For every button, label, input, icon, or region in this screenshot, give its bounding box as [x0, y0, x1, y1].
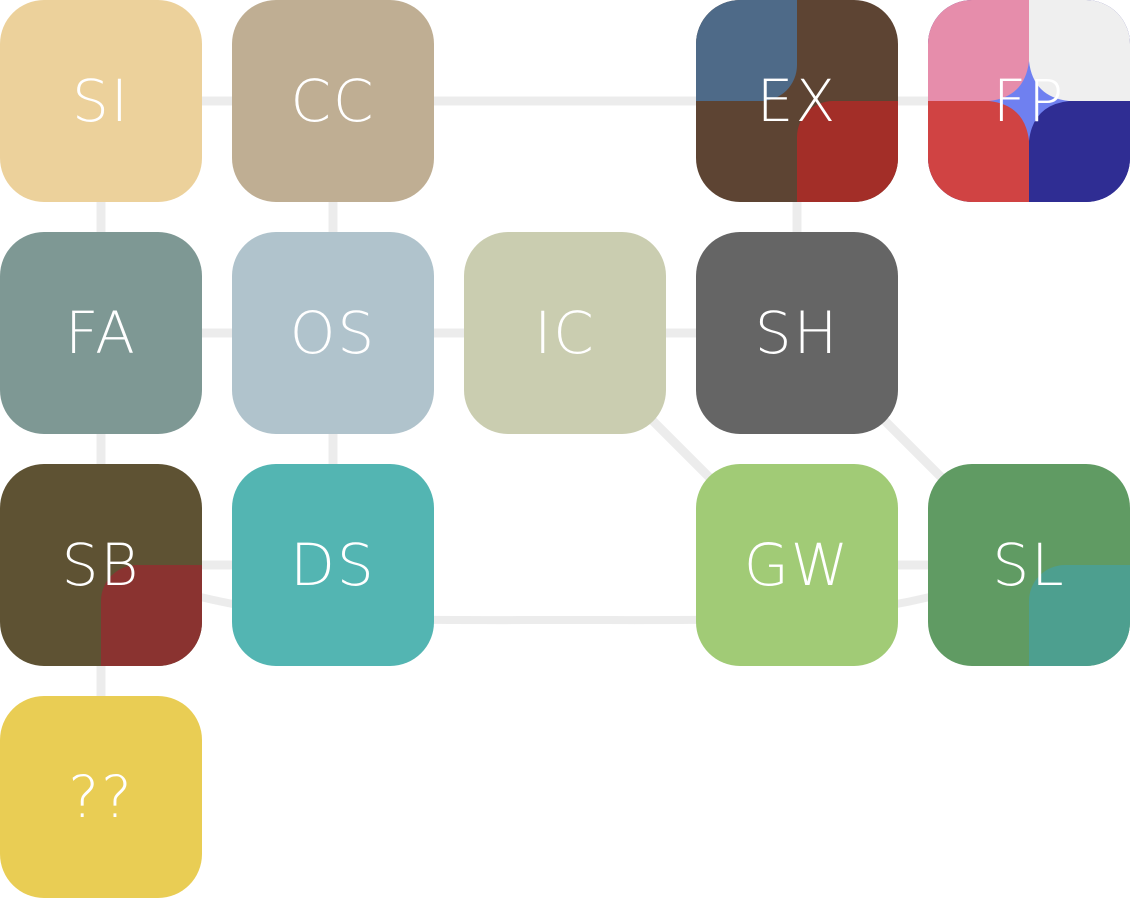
tile-fp-quadrant-br	[1029, 101, 1130, 202]
tile-label: IC	[534, 299, 596, 367]
tile-sb[interactable]: SB	[0, 464, 202, 666]
tile-ds[interactable]: DS	[232, 464, 434, 666]
tile-label: ??	[68, 763, 134, 831]
tile-ic[interactable]: IC	[464, 232, 666, 434]
tile-unknown[interactable]: ??	[0, 696, 202, 898]
tile-sh[interactable]: SH	[696, 232, 898, 434]
tile-fp-quadrant-bl	[928, 101, 1029, 202]
tile-label: FP	[992, 67, 1066, 135]
tile-fp-quadrant-tl	[928, 0, 1029, 101]
tile-label: SH	[754, 299, 840, 367]
tile-sb-quadrant-br	[101, 565, 202, 666]
tile-sl[interactable]: SL	[928, 464, 1130, 666]
tile-fp[interactable]: FP	[928, 0, 1130, 202]
tile-ex-quadrant-tl	[696, 0, 797, 101]
tile-label: OS	[289, 299, 377, 367]
tile-cc[interactable]: CC	[232, 0, 434, 202]
tile-os[interactable]: OS	[232, 232, 434, 434]
tile-fa[interactable]: FA	[0, 232, 202, 434]
tile-label: SL	[992, 531, 1066, 599]
tile-label: GW	[743, 531, 851, 599]
sparkle-icon	[989, 61, 1069, 141]
tile-si[interactable]: SI	[0, 0, 202, 202]
tile-label: DS	[290, 531, 376, 599]
tile-ex-quadrant-br	[797, 101, 898, 202]
tile-gw[interactable]: GW	[696, 464, 898, 666]
tile-label: EX	[756, 67, 838, 135]
tile-ex[interactable]: EX	[696, 0, 898, 202]
tile-fp-quadrant-tr	[1029, 0, 1130, 101]
tile-label: SB	[61, 531, 141, 599]
tile-label: SI	[72, 67, 130, 135]
tile-sl-quadrant-br	[1029, 565, 1130, 666]
tile-label: FA	[65, 299, 137, 367]
tile-label: CC	[290, 67, 376, 135]
